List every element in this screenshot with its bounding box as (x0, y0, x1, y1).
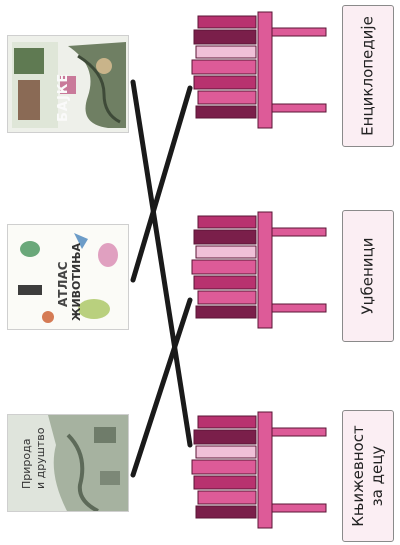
book-cover-nature-society[interactable]: Природа и друштво (7, 414, 129, 512)
label-card-encyclopedias[interactable]: Енциклопедије (342, 5, 394, 147)
match-line-fairy-tales-to-childrens-literature (130, 79, 193, 448)
label-childrens-literature: Књижевност за децу (349, 425, 387, 526)
match-line-nature-society-to-textbooks (130, 297, 193, 478)
book-cover-fairy-tales[interactable]: БАЈКЕ (7, 35, 129, 133)
bookshelf-textbooks (188, 210, 336, 330)
label-childrens-literature-line2: за децу (368, 445, 386, 507)
bookshelf-childrens-literature (188, 410, 336, 530)
label-encyclopedias: Енциклопедије (358, 16, 377, 136)
bookshelf-encyclopedias (188, 10, 336, 130)
label-card-textbooks[interactable]: Уџбеници (342, 210, 394, 342)
book-cover-animal-atlas[interactable]: АТЛАС ЖИВОТИЊА (7, 224, 129, 330)
animal-atlas-illustration (18, 233, 118, 323)
label-childrens-literature-line1: Књижевност (349, 425, 367, 527)
nature-society-illustration (8, 415, 128, 511)
match-line-atlas-to-encyclopedias (130, 85, 193, 283)
fairy-tales-illustration (12, 42, 126, 128)
label-textbooks: Уџбеници (358, 237, 377, 315)
label-card-childrens-literature[interactable]: Књижевност за децу (342, 410, 394, 542)
